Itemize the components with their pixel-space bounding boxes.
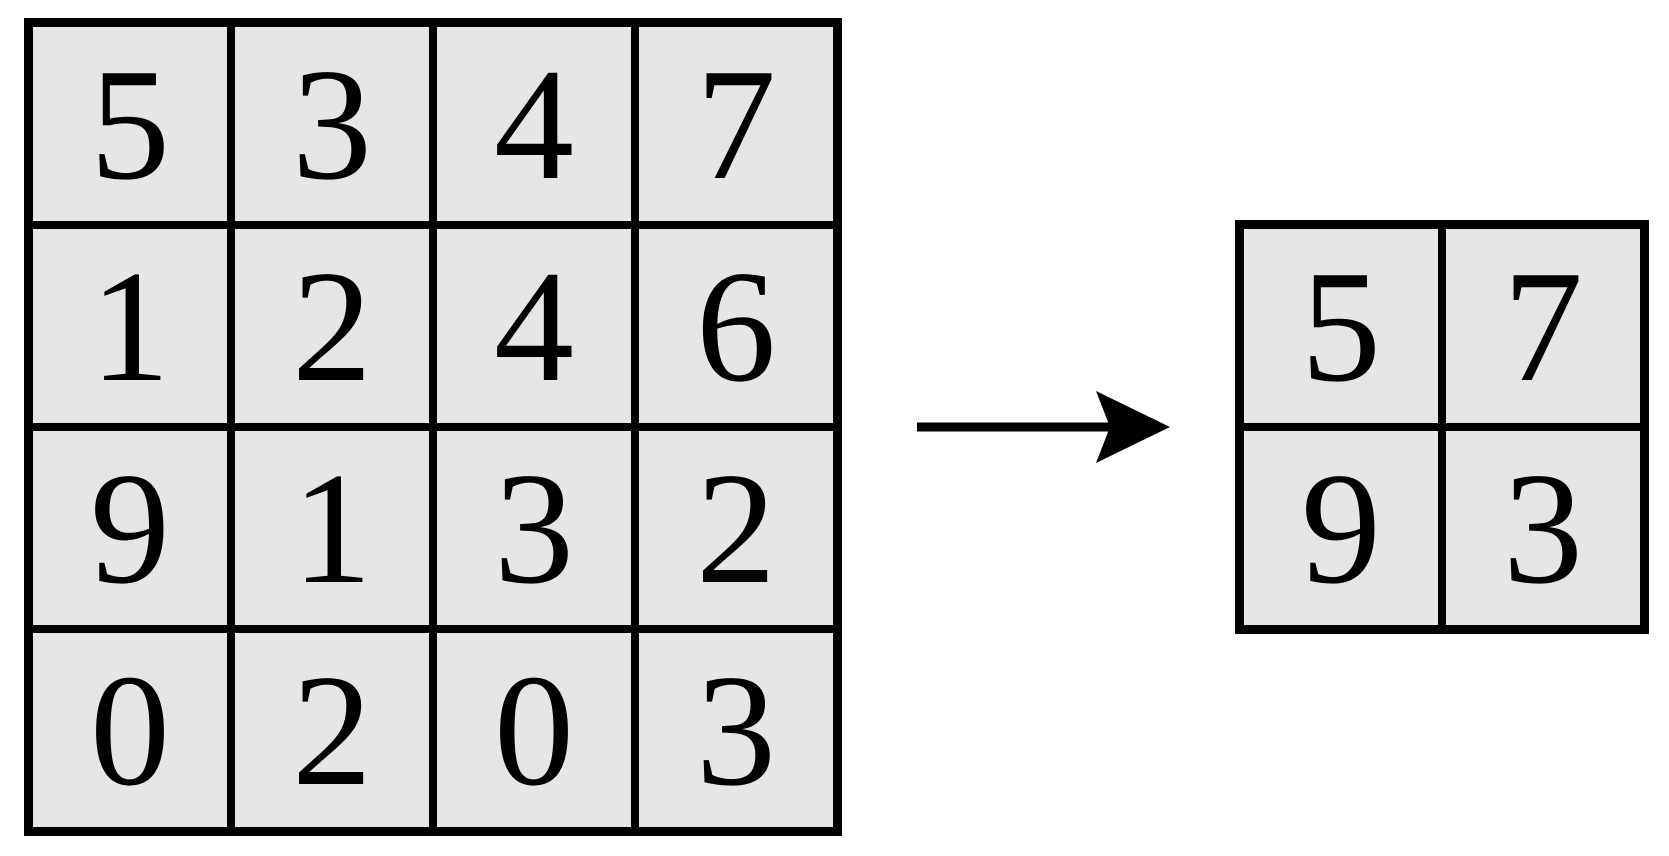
- grid-cell: 7: [1446, 229, 1640, 423]
- grid-cell: 3: [235, 27, 429, 221]
- grid-cell: 0: [437, 633, 631, 827]
- grid-cell: 1: [33, 229, 227, 423]
- output-grid: 5 7 9 3: [1235, 220, 1649, 634]
- grid-cell: 9: [33, 431, 227, 625]
- grid-cell: 3: [1446, 431, 1640, 625]
- grid-cell: 2: [235, 633, 429, 827]
- grid-cell: 5: [1244, 229, 1438, 423]
- grid-cell: 5: [33, 27, 227, 221]
- grid-cell: 3: [639, 633, 833, 827]
- grid-cell: 1: [235, 431, 429, 625]
- grid-cell: 2: [639, 431, 833, 625]
- grid-cell: 9: [1244, 431, 1438, 625]
- input-grid: 5 3 4 7 1 2 4 6 9 1 3 2 0 2 0 3: [24, 18, 842, 836]
- grid-cell: 2: [235, 229, 429, 423]
- grid-cell: 0: [33, 633, 227, 827]
- right-arrow-icon: [917, 391, 1170, 463]
- grid-cell: 6: [639, 229, 833, 423]
- grid-cell: 4: [437, 229, 631, 423]
- grid-cell: 7: [639, 27, 833, 221]
- grid-cell: 4: [437, 27, 631, 221]
- grid-cell: 3: [437, 431, 631, 625]
